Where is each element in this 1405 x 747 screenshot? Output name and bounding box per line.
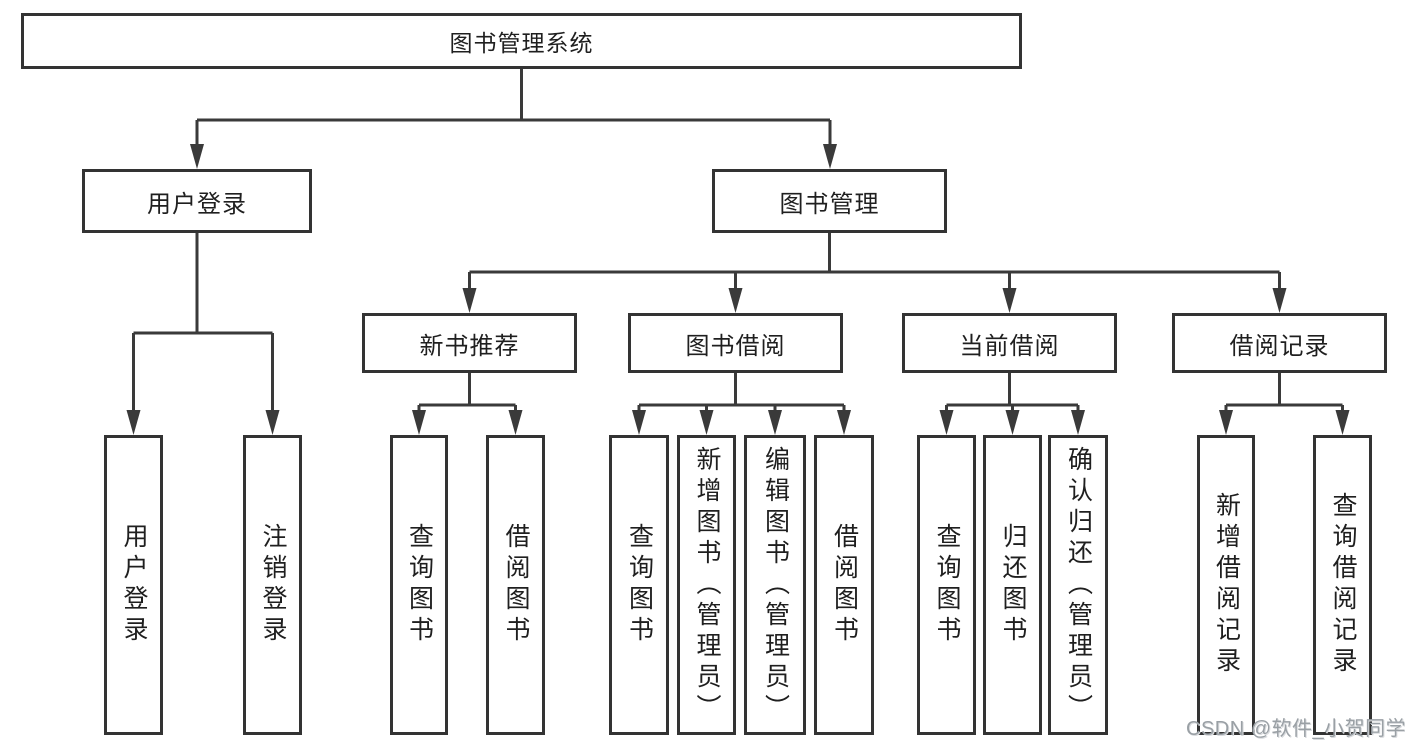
leaf-records-query-record-label: 查询借阅记录 — [1329, 492, 1357, 678]
node-user-login: 用户登录 — [82, 169, 312, 233]
leaf-newrec-borrow-books-label: 借阅图书 — [502, 523, 530, 647]
leaf-user-login: 用户登录 — [104, 435, 163, 735]
leaf-borrow-add-books-admin: 新增图书（管理员） — [677, 435, 736, 735]
leaf-current-return-books: 归还图书 — [983, 435, 1042, 735]
leaf-current-confirm-return-admin: 确认归还（管理员） — [1048, 435, 1108, 735]
connector-book-mgmt-to-level3 — [462, 233, 1287, 313]
leaf-current-return-books-label: 归还图书 — [999, 523, 1027, 647]
node-borrow-records: 借阅记录 — [1172, 313, 1387, 373]
node-new-book-rec: 新书推荐 — [362, 313, 577, 373]
leaf-newrec-borrow-books: 借阅图书 — [486, 435, 545, 735]
node-current-borrow-label: 当前借阅 — [959, 332, 1060, 360]
leaf-logout: 注销登录 — [243, 435, 302, 735]
connector-new-book-rec-to-leaves — [412, 373, 523, 435]
leaf-user-login-label: 用户登录 — [120, 523, 148, 647]
node-book-mgmt-label: 图书管理 — [779, 190, 880, 218]
node-current-borrow: 当前借阅 — [902, 313, 1117, 373]
node-root-label: 图书管理系统 — [449, 30, 594, 56]
leaf-borrow-add-books-admin-label: 新增图书（管理员） — [693, 445, 721, 725]
leaf-borrow-edit-books-admin: 编辑图书（管理员） — [744, 435, 806, 735]
leaf-newrec-query-books-label: 查询图书 — [405, 523, 434, 647]
connector-current-borrow-to-leaves — [939, 373, 1085, 435]
node-root: 图书管理系统 — [21, 13, 1022, 69]
leaf-records-add-record-label: 新增借阅记录 — [1212, 492, 1241, 678]
leaf-borrow-borrow-books: 借阅图书 — [814, 435, 874, 735]
node-book-mgmt: 图书管理 — [712, 169, 947, 233]
leaf-borrow-edit-books-admin-label: 编辑图书（管理员） — [761, 445, 790, 725]
leaf-current-query-books-label: 查询图书 — [933, 523, 961, 647]
watermark: CSDN @软件_小贺同学 — [1186, 718, 1405, 740]
node-borrow-records-label: 借阅记录 — [1229, 332, 1330, 360]
leaf-current-confirm-return-admin-label: 确认归还（管理员） — [1064, 445, 1093, 725]
leaf-logout-label: 注销登录 — [259, 523, 287, 647]
leaf-borrow-query-books: 查询图书 — [609, 435, 669, 735]
leaf-records-add-record: 新增借阅记录 — [1197, 435, 1255, 735]
leaf-records-query-record: 查询借阅记录 — [1313, 435, 1372, 735]
connector-borrow-records-to-leaves — [1219, 373, 1350, 435]
leaf-current-query-books: 查询图书 — [917, 435, 976, 735]
leaf-newrec-query-books: 查询图书 — [390, 435, 448, 735]
node-user-login-label: 用户登录 — [147, 190, 247, 218]
connector-root-to-level2 — [190, 69, 837, 169]
leaf-borrow-borrow-books-label: 借阅图书 — [830, 523, 859, 647]
node-new-book-rec-label: 新书推荐 — [419, 332, 520, 360]
node-book-borrow-label: 图书借阅 — [685, 332, 786, 360]
node-book-borrow: 图书借阅 — [628, 313, 843, 373]
connector-book-borrow-to-leaves — [632, 373, 851, 435]
leaf-borrow-query-books-label: 查询图书 — [625, 523, 654, 647]
connector-user-login-to-leaves — [126, 233, 280, 435]
